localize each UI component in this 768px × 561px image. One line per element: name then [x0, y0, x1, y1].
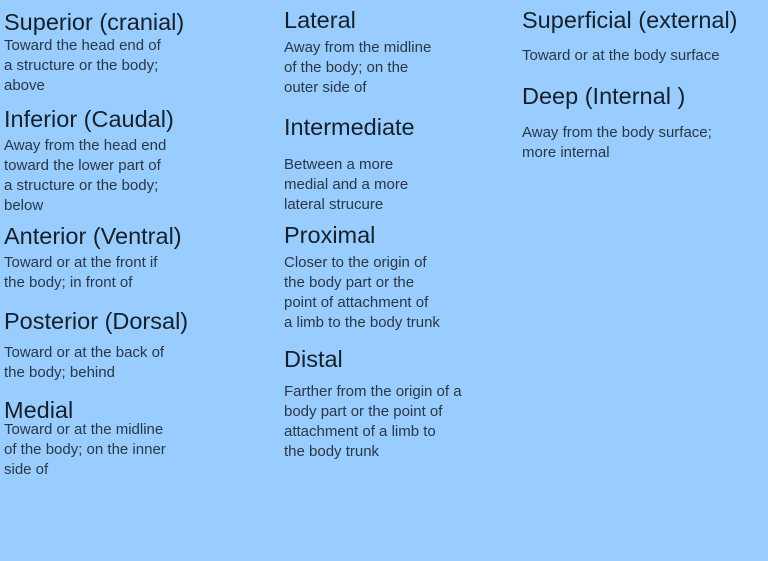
term-heading: Superficial (external) [522, 7, 738, 33]
term-heading: Superior (cranial) [4, 9, 185, 35]
term-definition: Away from the body surface; more interna… [522, 124, 712, 161]
term-heading: Medial [4, 397, 74, 423]
term-heading: Inferior (Caudal) [4, 106, 174, 132]
term-heading: Lateral [284, 7, 356, 33]
term-definition: Farther from the origin of a body part o… [284, 383, 462, 460]
term-definition: Toward or at the body surface [522, 47, 720, 64]
term-heading: Anterior (Ventral) [4, 223, 182, 249]
term-definition: Away from the head end toward the lower … [4, 137, 167, 214]
term-definition: Toward or at the midline of the body; on… [4, 421, 166, 478]
term-heading: Intermediate [284, 114, 415, 140]
term-heading: Distal [284, 346, 343, 372]
term-definition: Toward or at the back of the body; behin… [4, 344, 165, 381]
term-heading: Proximal [284, 222, 376, 248]
term-definition: Toward or at the front if the body; in f… [4, 254, 158, 291]
term-heading: Posterior (Dorsal) [4, 308, 189, 334]
term-definition: Toward the head end of a structure or th… [4, 37, 161, 94]
term-definition: Between a more medial and a more lateral… [284, 156, 409, 213]
term-definition: Closer to the origin of the body part or… [284, 254, 440, 331]
term-definition: Away from the midline of the body; on th… [284, 39, 432, 96]
term-heading: Deep (Internal ) [522, 83, 686, 109]
